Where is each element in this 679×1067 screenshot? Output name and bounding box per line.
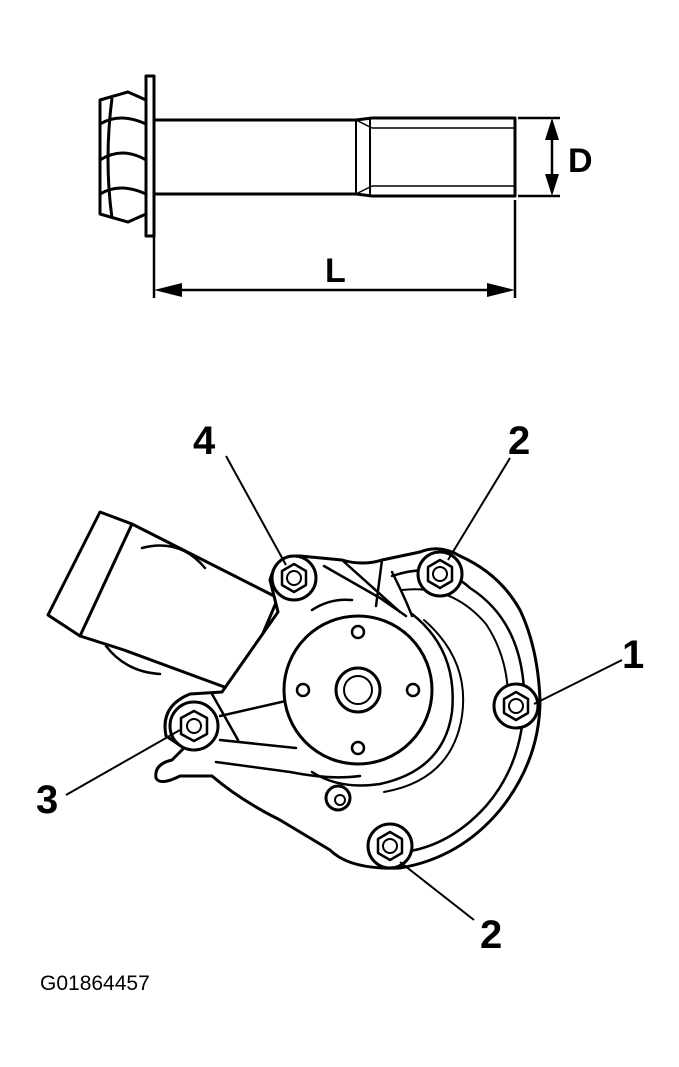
bolt-flange [144, 74, 156, 238]
pump-shaft [334, 666, 382, 714]
callout-4: 4 [193, 419, 216, 463]
pump-bolt-1 [492, 682, 540, 730]
callout-leaders [65, 455, 623, 921]
pump-bolt-2-top [416, 550, 464, 598]
callout-2-bottom: 2 [480, 913, 502, 957]
callout-3: 3 [36, 778, 58, 822]
length-label: L [325, 252, 346, 290]
pump-bolt-2-bottom [366, 822, 414, 870]
bolt-shank [154, 116, 517, 198]
pump-bolt-4 [270, 554, 318, 602]
figure-code: G01864457 [40, 972, 150, 995]
callout-2-top: 2 [508, 419, 530, 463]
bolt-illustration [98, 74, 517, 238]
pump-hub [282, 614, 434, 766]
pump-bolt-3 [168, 700, 220, 752]
water-pump-illustration [46, 510, 542, 870]
callout-1: 1 [622, 633, 644, 677]
diameter-dimension [518, 116, 560, 198]
length-dimension [152, 200, 517, 298]
diameter-label: D [568, 142, 593, 180]
